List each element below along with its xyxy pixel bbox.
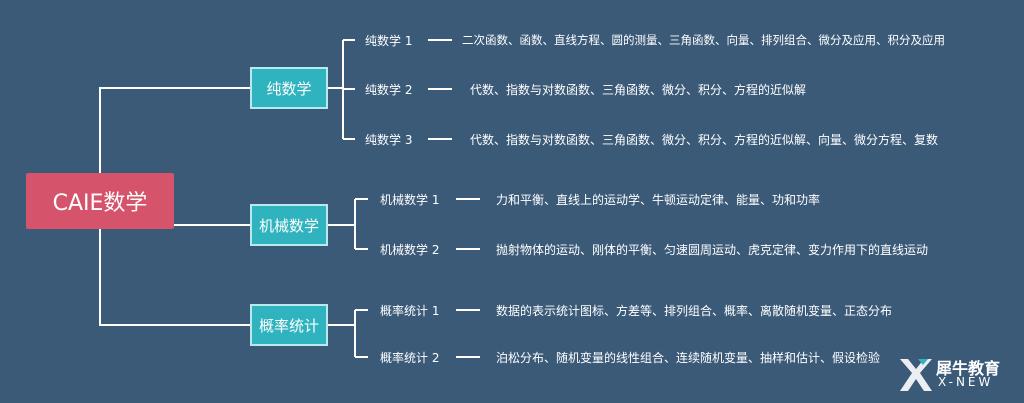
leaf-label: 纯数学 1	[365, 34, 413, 48]
leaf-label: 机械数学 1	[380, 193, 440, 207]
leaf-description: 力和平衡、直线上的运动学、牛顿运动定律、能量、功和功率	[496, 193, 821, 207]
leaf-description: 抛射物体的运动、刚体的平衡、匀速圆周运动、虎克定律、变力作用下的直线运动	[496, 243, 929, 257]
root-node: CAIE数学	[26, 173, 174, 229]
leaf-label: 概率统计 2	[380, 351, 440, 365]
logo-subtext: X-NEW	[938, 375, 994, 389]
leaf-label: 概率统计 1	[380, 304, 440, 318]
brand-logo: 犀牛教育 X-NEW	[898, 351, 1018, 399]
leaf-description: 代数、指数与对数函数、三角函数、微分、积分、方程的近似解、向量、微分方程、复数	[470, 133, 939, 147]
branch-pure-math: 纯数学	[250, 67, 328, 109]
logo-text: 犀牛教育	[936, 359, 1001, 378]
leaf-label: 机械数学 2	[380, 243, 440, 257]
branch-mechanics: 机械数学	[250, 204, 328, 246]
leaf-description: 二次函数、函数、直线方程、圆的测量、三角函数、向量、排列组合、微分及应用、积分及…	[462, 33, 945, 47]
leaf-label: 纯数学 2	[365, 83, 413, 97]
leaf-label: 纯数学 3	[365, 133, 413, 147]
leaf-description: 代数、指数与对数函数、三角函数、微分、积分、方程的近似解	[470, 83, 807, 97]
root-connector	[99, 229, 250, 326]
root-connector	[99, 87, 250, 173]
branch-statistics: 概率统计	[250, 304, 328, 346]
leaf-description: 泊松分布、随机变量的线性组合、连续随机变量、抽样和估计、假设检验	[496, 351, 881, 365]
leaf-description: 数据的表示统计图标、方差等、排列组合、概率、离散随机变量、正态分布	[496, 304, 893, 318]
rhino-icon	[900, 359, 932, 391]
